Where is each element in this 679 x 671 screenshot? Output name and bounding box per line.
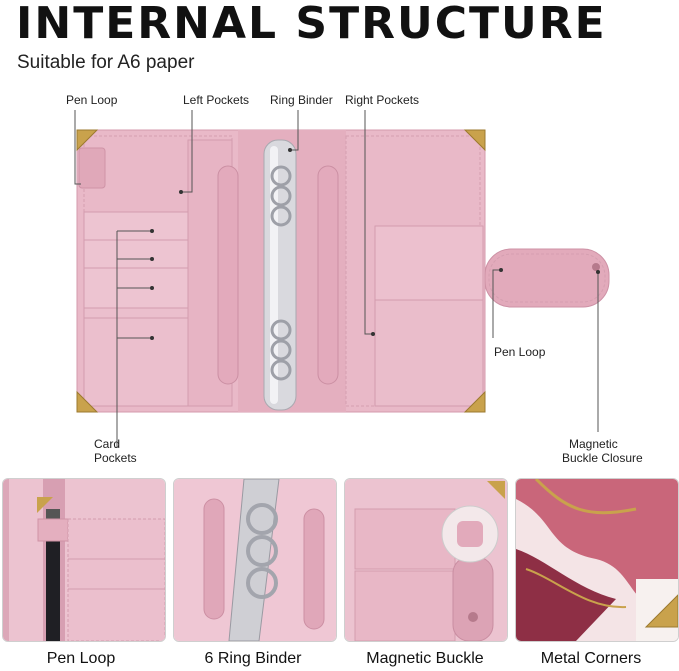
label-magnetic-1: Magnetic bbox=[569, 437, 618, 451]
ring-binder-closeup-icon bbox=[174, 479, 336, 641]
thumb-ring-binder bbox=[173, 478, 337, 642]
caption-pen-loop: Pen Loop bbox=[46, 650, 116, 667]
label-card-pockets-2: Pockets bbox=[94, 451, 137, 465]
pen-loop-closeup-icon bbox=[3, 479, 165, 641]
magnetic-buckle-closeup-icon bbox=[345, 479, 507, 641]
pen-loop-left bbox=[78, 147, 106, 189]
label-card-pockets-1: Card bbox=[94, 437, 121, 451]
caption-metal-corners: Metal Corners bbox=[540, 650, 642, 667]
magnetic-strap bbox=[484, 248, 610, 308]
right-pocket-top bbox=[374, 225, 484, 303]
page-title: INTERNAL STRUCTURE bbox=[16, 0, 607, 49]
corner-bottom-right bbox=[463, 390, 486, 413]
thumb-metal-corners bbox=[515, 478, 679, 642]
label-pen-loop-right: Pen Loop bbox=[494, 345, 546, 359]
magnet-button bbox=[592, 263, 600, 271]
thumb-magnetic-buckle bbox=[344, 478, 508, 642]
card-pocket-1 bbox=[83, 211, 189, 243]
caption-magnetic-buckle: Magnetic Buckle bbox=[366, 650, 484, 667]
card-pocket-2 bbox=[83, 239, 189, 271]
corner-bottom-left bbox=[76, 390, 99, 413]
label-ring-binder: Ring Binder bbox=[270, 93, 333, 107]
corner-top-left bbox=[76, 129, 99, 152]
metal-corners-closeup-icon bbox=[516, 479, 678, 641]
label-right-pockets: Right Pockets bbox=[345, 93, 420, 107]
label-pen-loop-left: Pen Loop bbox=[66, 93, 118, 107]
thumb-pen-loop bbox=[2, 478, 166, 642]
label-left-pockets: Left Pockets bbox=[183, 93, 250, 107]
subtitle: Suitable for A6 paper bbox=[17, 52, 195, 73]
caption-ring-binder: 6 Ring Binder bbox=[204, 650, 302, 667]
right-pocket-bottom bbox=[374, 299, 484, 407]
corner-top-right bbox=[463, 129, 486, 152]
binder-illustration bbox=[74, 110, 610, 447]
label-magnetic-2: Buckle Closure bbox=[562, 451, 643, 465]
